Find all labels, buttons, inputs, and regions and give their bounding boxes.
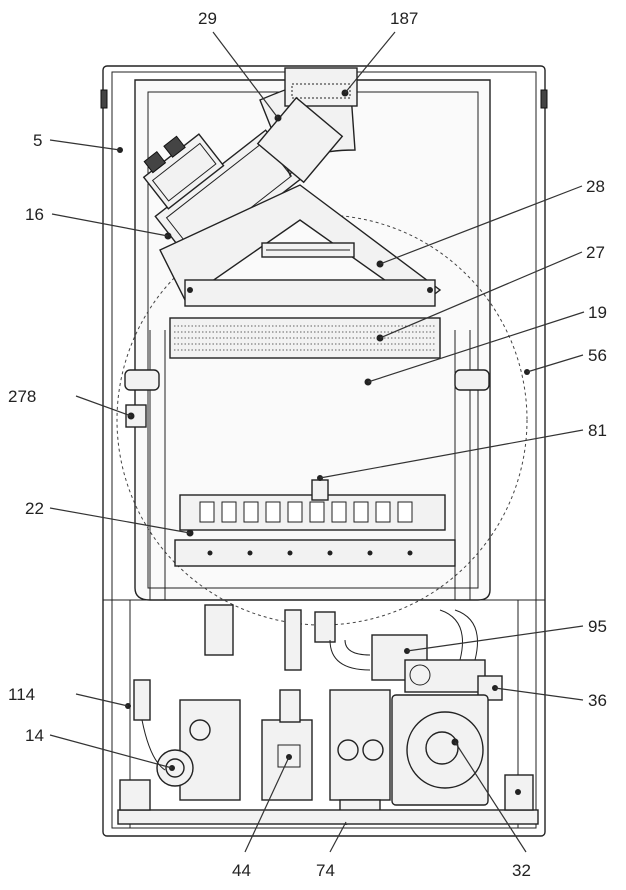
flue-elbow [256, 67, 358, 184]
leader-32 [454, 741, 527, 853]
callout-5: 5 [33, 131, 42, 150]
leader-74 [329, 821, 347, 853]
leader-27 [379, 251, 583, 339]
safety-valve [125, 679, 166, 771]
leader-81 [319, 429, 584, 479]
callout-29: 29 [198, 9, 217, 28]
pump [391, 694, 489, 806]
callout-16: 16 [25, 205, 44, 224]
callout-28: 28 [586, 177, 605, 196]
callout-114: 114 [8, 685, 35, 704]
leader-278 [75, 395, 132, 417]
leader-22 [49, 507, 191, 534]
heat-exchanger [169, 317, 441, 359]
leader-16 [51, 213, 169, 237]
lower-pipes [204, 604, 478, 671]
leader-114 [75, 693, 129, 707]
leader-28 [379, 185, 583, 265]
leader-5 [49, 139, 121, 151]
callout-56: 56 [588, 346, 607, 365]
flue-hood [159, 184, 442, 307]
callout-22: 22 [25, 499, 44, 518]
leader-95 [406, 625, 584, 652]
callout-14: 14 [25, 726, 44, 745]
side-pipes [124, 330, 490, 600]
callout-labels: 29 187 5 16 28 27 19 56 278 81 22 95 114… [8, 9, 607, 880]
callout-27: 27 [586, 243, 605, 262]
callout-74: 74 [316, 861, 335, 880]
leader-19 [367, 311, 585, 383]
callout-32: 32 [512, 861, 531, 880]
leader-29 [212, 31, 279, 119]
leader-56 [526, 354, 584, 373]
callout-278: 278 [8, 387, 36, 406]
heat-zone-dashed-circle [116, 214, 528, 626]
leader-lines [49, 31, 585, 853]
leader-187 [344, 31, 396, 94]
leader-36 [494, 687, 584, 701]
bottom-manifold [117, 774, 539, 825]
callout-36: 36 [588, 691, 607, 710]
callout-95: 95 [588, 617, 607, 636]
callout-44: 44 [232, 861, 251, 880]
callout-81: 81 [588, 421, 607, 440]
burner [174, 475, 456, 567]
leader-44 [244, 756, 290, 853]
diverter-valve [156, 699, 241, 801]
gas-valve [371, 634, 503, 701]
leader-14 [49, 734, 173, 769]
callout-19: 19 [588, 303, 607, 322]
callout-187: 187 [390, 9, 418, 28]
